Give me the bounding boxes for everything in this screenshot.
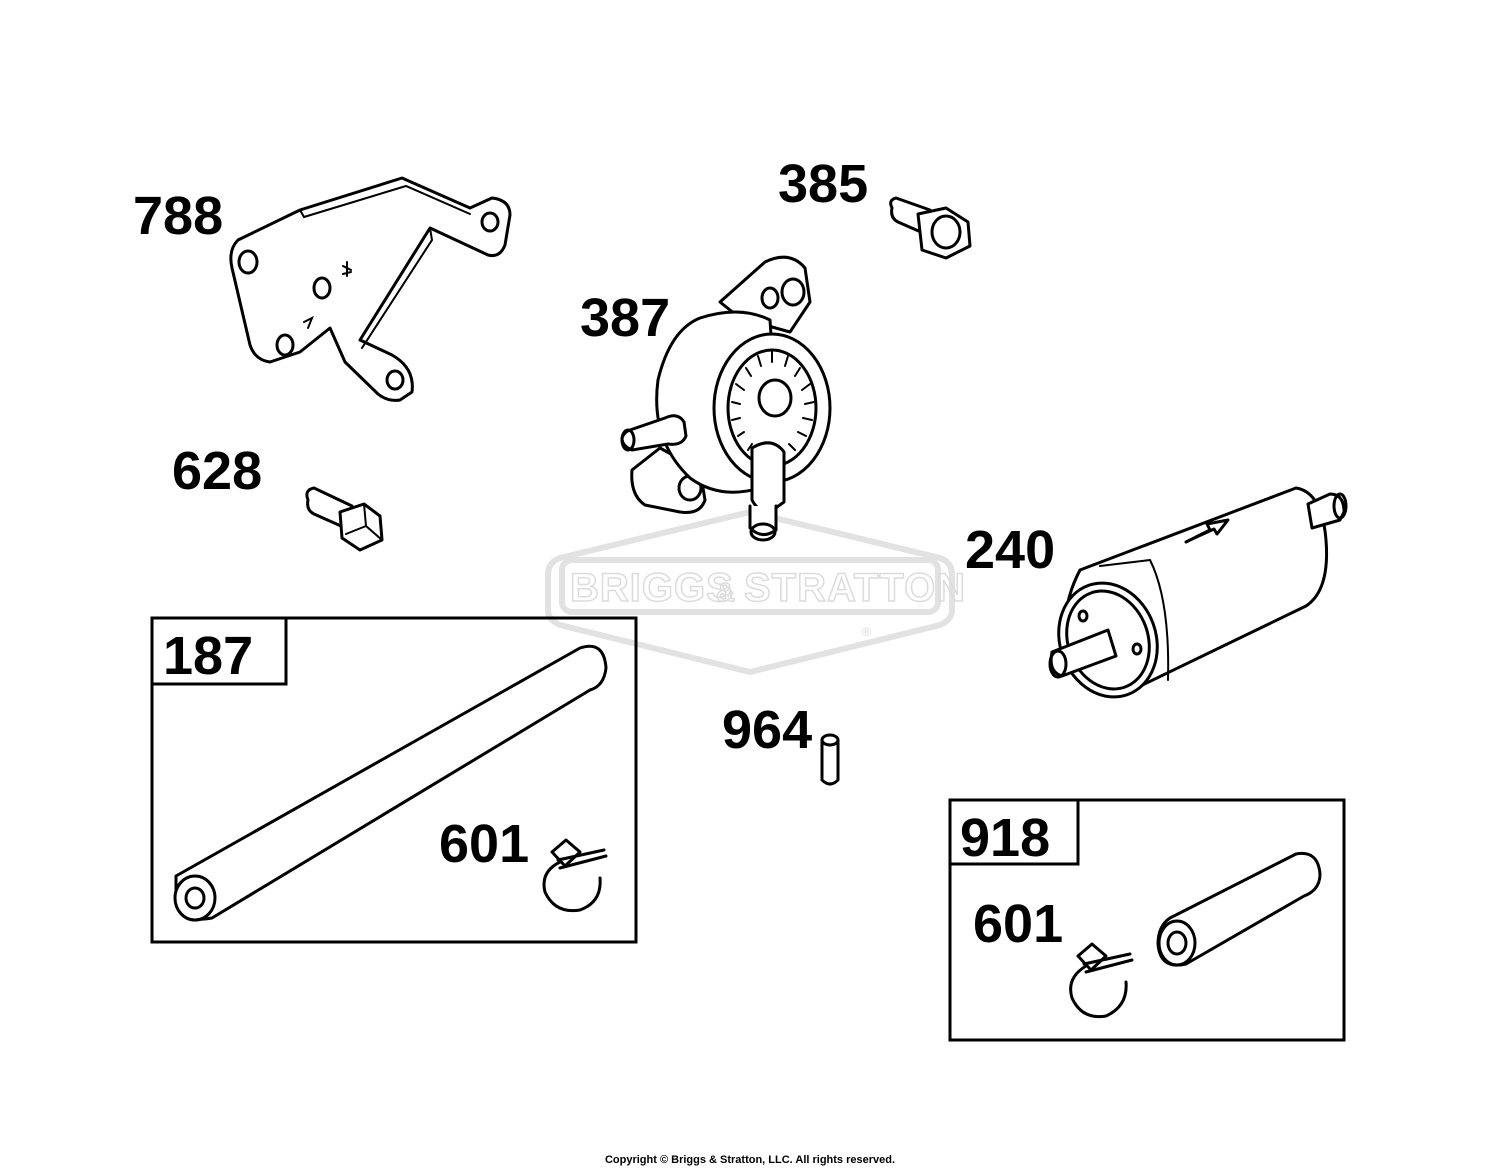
kit-label-187: 187 <box>163 626 253 686</box>
clamp-601-a <box>542 838 608 913</box>
fuel-line-918 <box>1156 851 1322 967</box>
screw-385: 385 <box>778 154 972 260</box>
pin-964: 964 <box>722 700 840 786</box>
watermark-brand-left: BRIGGS <box>570 566 734 610</box>
briggs-stratton-watermark: BRIGGS & STRATTON ® <box>545 508 966 676</box>
kit-187-item-label-601: 601 <box>439 814 529 874</box>
copyright-notice: Copyright © Briggs & Stratton, LLC. All … <box>604 1154 896 1166</box>
clamp-601-b <box>1069 942 1134 1019</box>
watermark-brand-right: STRATTON <box>744 566 966 610</box>
part-label-387: 387 <box>580 288 670 348</box>
screw-628: 628 <box>172 441 384 552</box>
kit-918: 918 601 <box>948 798 1346 1042</box>
part-label-240: 240 <box>965 520 1055 580</box>
kit-187: 187 601 <box>150 616 638 944</box>
fuel-line-187 <box>173 644 608 922</box>
kit-187-label-box <box>152 618 288 686</box>
part-label-788: 788 <box>133 186 223 246</box>
watermark-registered: ® <box>862 625 871 639</box>
watermark-brand-amp: & <box>716 577 736 607</box>
kit-918-item-label-601: 601 <box>973 894 1063 954</box>
part-label-964: 964 <box>722 700 812 760</box>
kit-label-918: 918 <box>960 808 1050 868</box>
kit-918-label-box <box>950 800 1080 866</box>
fuel-pump-387: 387 <box>580 255 832 542</box>
kit-187-box <box>150 616 638 944</box>
bracket-788: 788 <box>133 176 512 402</box>
part-label-628: 628 <box>172 441 262 501</box>
kit-918-box <box>948 798 1346 1042</box>
fuel-filter-240: 240 <box>965 486 1348 699</box>
part-label-385: 385 <box>778 154 868 214</box>
